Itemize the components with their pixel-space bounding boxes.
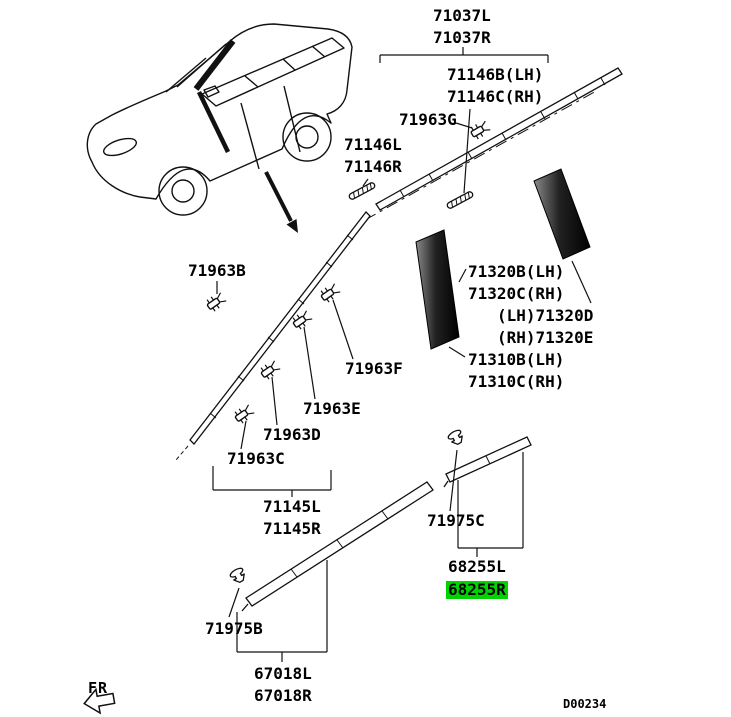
bracket-71145 [212, 466, 332, 497]
car-windshield-line [165, 43, 227, 93]
car-body-outline [86, 23, 353, 200]
roof-molding-left-71037 [175, 211, 371, 461]
leader-71963c [240, 420, 247, 450]
car-rear-wheel [282, 112, 332, 162]
car-black-pillar-molding [193, 39, 236, 91]
part-label-71320B[interactable]: 71320B(LH) [468, 262, 565, 281]
part-label-68255L[interactable]: 68255L [448, 557, 506, 576]
part-label-71145R[interactable]: 71145R [263, 519, 321, 538]
leader-71975b [228, 587, 240, 618]
detail-pointer-arrow-icon [264, 171, 298, 233]
door-sash-71320 [533, 168, 591, 260]
fr-direction-label: FR [88, 679, 109, 697]
leader-lines [212, 47, 592, 662]
leader-71310 [448, 346, 466, 358]
part-label-71146B[interactable]: 71146B(LH) [447, 65, 544, 84]
diagram-code: D00234 [563, 697, 607, 711]
car-pillar-lines [244, 45, 326, 88]
bracket-68255 [457, 452, 524, 557]
push-clip-71975b-icon [228, 565, 249, 586]
car-rear-wheel-hub [295, 125, 319, 149]
car-mirror [203, 85, 220, 98]
small-molding-71146lr-icon [347, 181, 377, 201]
clip-71963g-icon [468, 118, 492, 142]
part-label-71146C[interactable]: 71146C(RH) [447, 87, 544, 106]
roof-molding-centerline [364, 89, 599, 221]
car-front-wheel [158, 166, 208, 216]
bracket-71037 [379, 47, 549, 63]
part-label-71320C[interactable]: 71320C(RH) [468, 284, 565, 303]
vehicle-illustration [86, 23, 353, 216]
part-label-71963B[interactable]: 71963B [188, 261, 246, 280]
belt-molding-67018 [241, 481, 434, 612]
small-molding-71146bc-icon [445, 190, 475, 210]
part-label-71963D[interactable]: 71963D [263, 425, 321, 444]
part-label-67018L[interactable]: 67018L [254, 664, 312, 683]
part-label-71037R[interactable]: 71037R [433, 28, 491, 47]
clip-71963c-icon [231, 402, 257, 426]
leader-71963e [303, 326, 316, 400]
leader-71320bc [458, 268, 467, 283]
part-label-71310B[interactable]: 71310B(LH) [468, 350, 565, 369]
door-sash-71310 [415, 229, 460, 350]
car-black-door-molding [196, 91, 231, 153]
leader-71963f [332, 299, 354, 360]
clip-71963b-icon [203, 290, 229, 314]
part-label-71963F[interactable]: 71963F [345, 359, 403, 378]
leader-71320de [571, 260, 592, 304]
part-label-71145L[interactable]: 71145L [263, 497, 321, 516]
car-headlight [102, 137, 138, 157]
part-label-71975C[interactable]: 71975C [427, 511, 485, 530]
part-label-71963G[interactable]: 71963G [399, 110, 457, 129]
push-clip-71975c-icon [446, 427, 467, 448]
part-label-68255R[interactable]: 68255R [446, 580, 508, 599]
part-label-71310C[interactable]: 71310C(RH) [468, 372, 565, 391]
car-door-seams [240, 85, 301, 170]
leader-71146lr [362, 178, 369, 187]
part-label-67018R[interactable]: 67018R [254, 686, 312, 705]
part-label-71320E[interactable]: (RH)71320E [497, 328, 594, 347]
clip-71963d-icon [257, 358, 283, 382]
front-direction-arrow-icon [83, 687, 116, 715]
leader-71975c [449, 449, 458, 512]
part-label-71037L[interactable]: 71037L [433, 6, 491, 25]
car-front-wheel-hub [171, 179, 195, 203]
part-label-71146R[interactable]: 71146R [344, 157, 402, 176]
part-label-71963E[interactable]: 71963E [303, 399, 361, 418]
bracket-67018 [236, 560, 328, 662]
leader-71146bc [463, 108, 471, 194]
roof-molding-right-71037 [364, 67, 623, 221]
part-label-71146L[interactable]: 71146L [344, 135, 402, 154]
part-label-71963C[interactable]: 71963C [227, 449, 285, 468]
part-label-71320D[interactable]: (LH)71320D [497, 306, 594, 325]
leader-71963g [455, 122, 473, 129]
belt-molding-68255 [443, 436, 532, 488]
clip-71963f-icon [317, 281, 343, 305]
car-window-band [201, 37, 345, 107]
leader-71963d [271, 376, 278, 426]
part-label-71975B[interactable]: 71975B [205, 619, 263, 638]
